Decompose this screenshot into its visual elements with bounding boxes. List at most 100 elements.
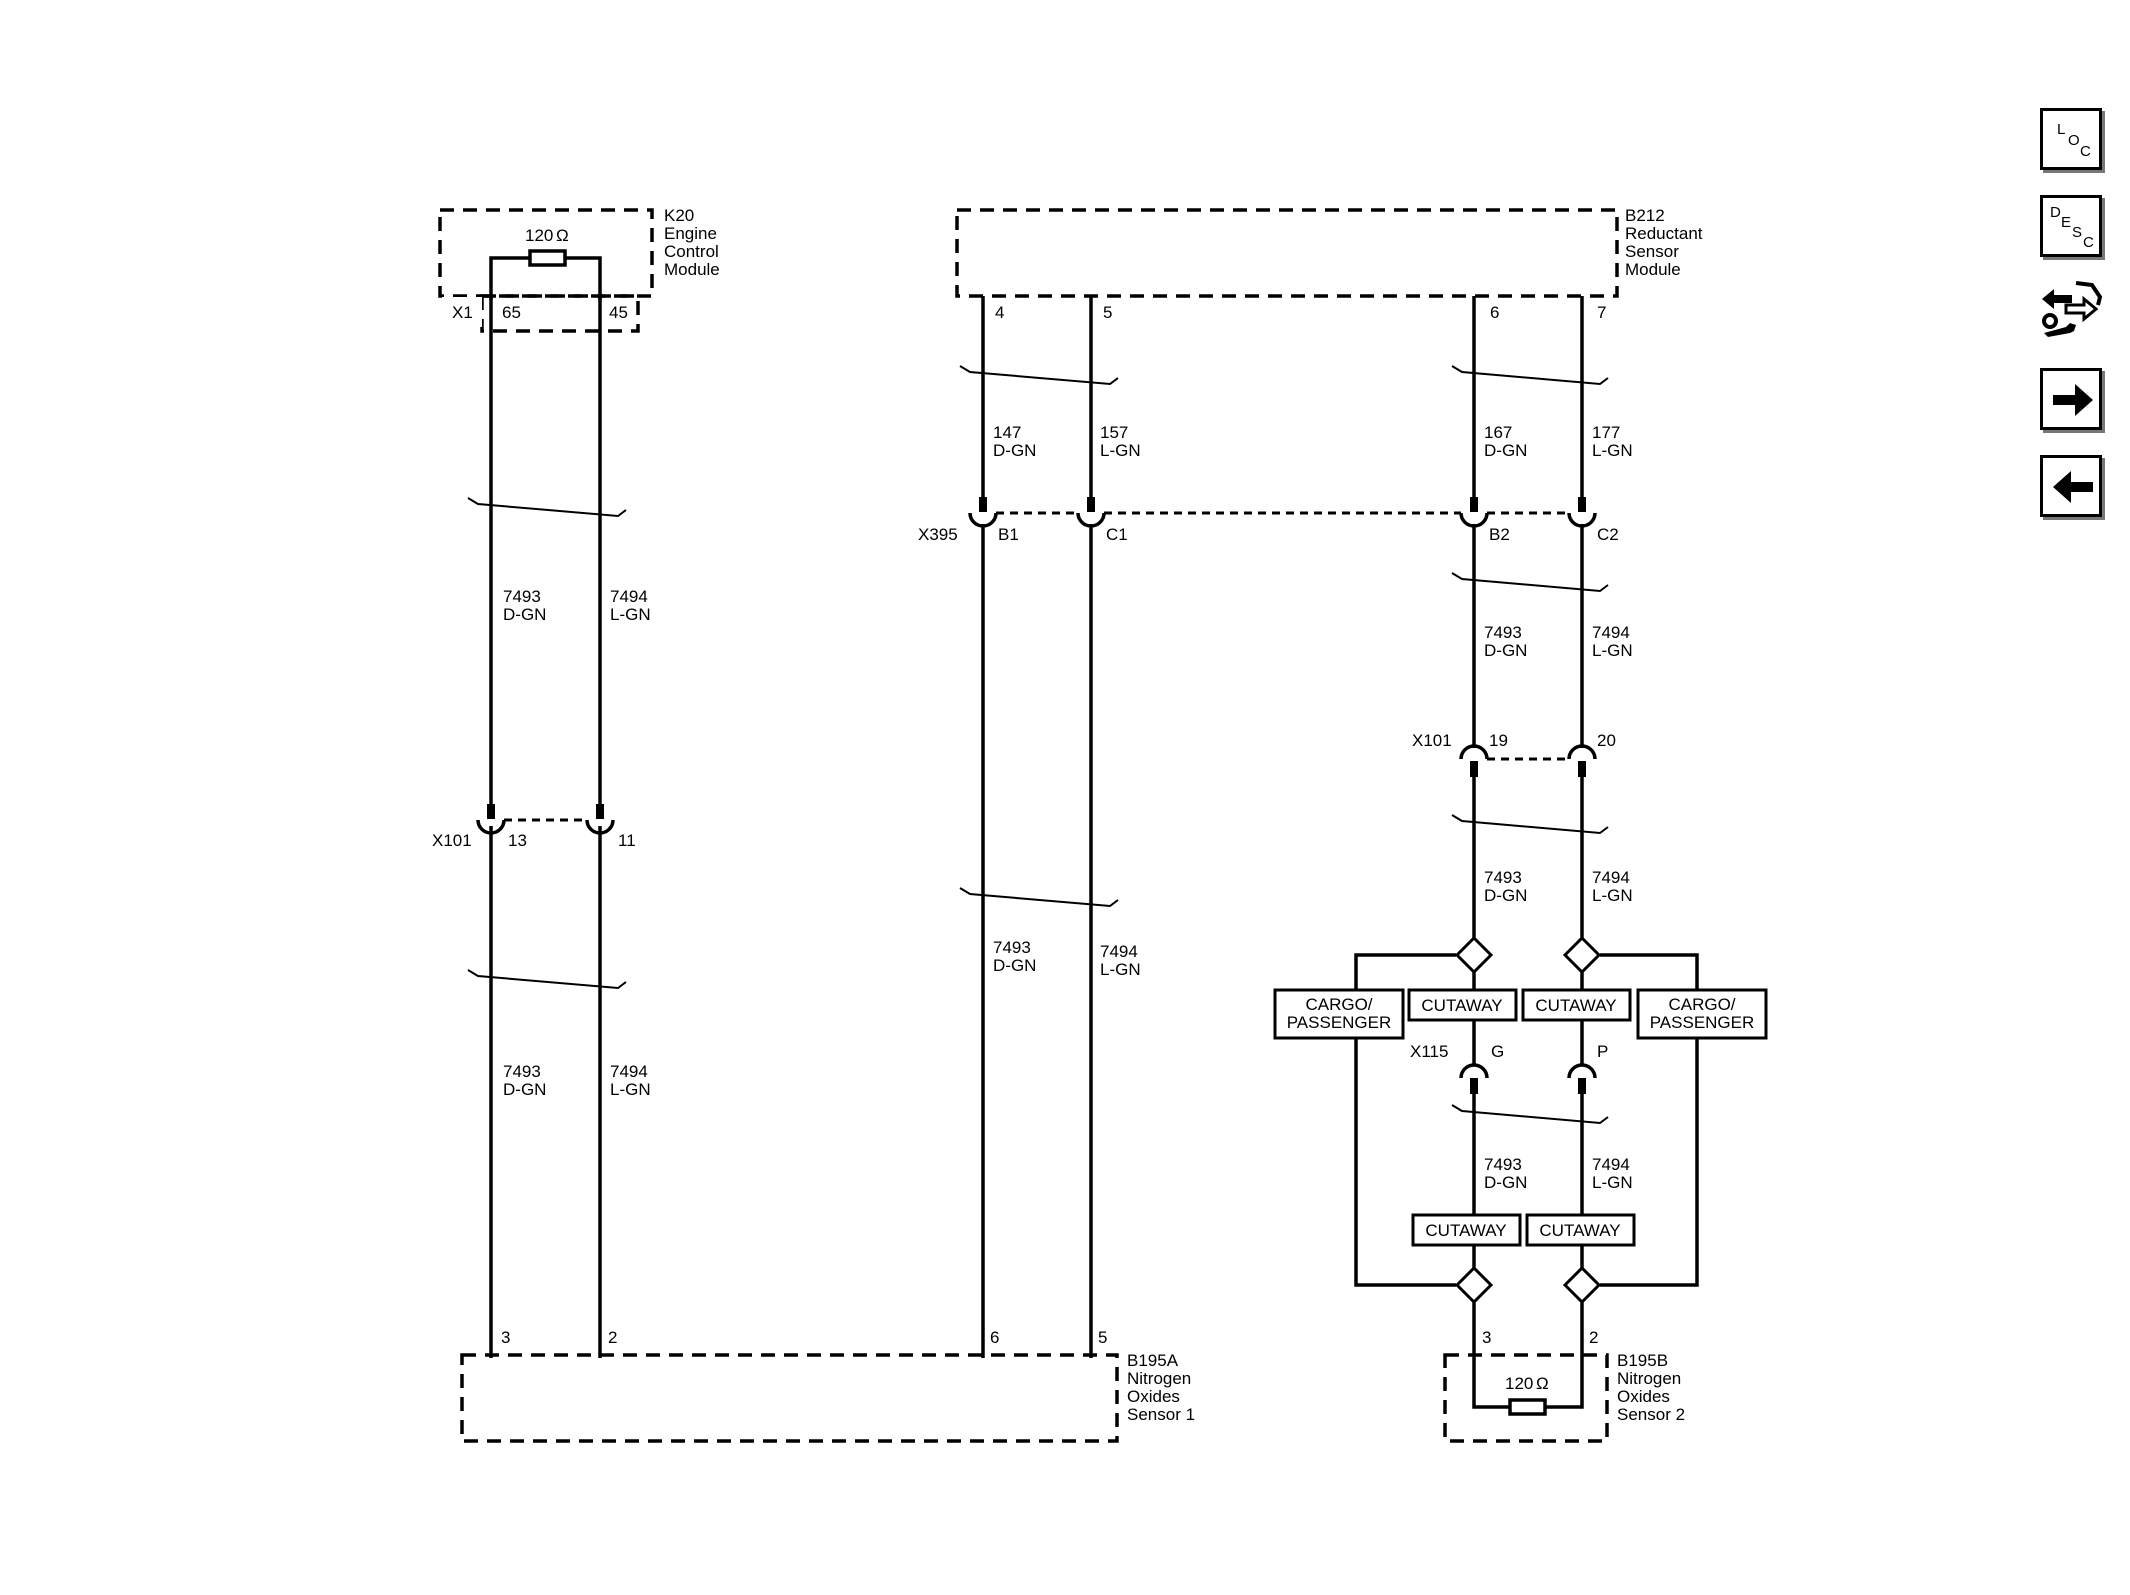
b195a-pin-6: 6 bbox=[990, 1328, 999, 1347]
twisted-pair-mark bbox=[959, 365, 1119, 386]
option-label: CARGO/ bbox=[1668, 995, 1735, 1014]
wire-circuit: 7494 bbox=[1592, 868, 1630, 887]
k20-module: K20 Engine Control Module X1 65 45 120 Ω bbox=[438, 206, 720, 333]
wire-circuit: 7493 bbox=[1484, 623, 1522, 642]
b195b-pin-3: 3 bbox=[1482, 1328, 1491, 1347]
k20-label-2: Engine bbox=[664, 224, 717, 243]
wire-circuit: 7494 bbox=[610, 1062, 648, 1081]
wire-color: D-GN bbox=[503, 1080, 546, 1099]
b195a-label-3: Oxides bbox=[1127, 1387, 1180, 1406]
x101-right-name: X101 bbox=[1412, 731, 1452, 750]
option-cutaway bbox=[1411, 1213, 1522, 1247]
twisted-pair-mark bbox=[959, 887, 1119, 908]
wire-color: L-GN bbox=[1592, 1173, 1633, 1192]
wire-color: D-GN bbox=[1484, 1173, 1527, 1192]
b212-module: B212 Reductant Sensor Module 4 5 6 7 bbox=[955, 206, 1703, 322]
b212-label-1: B212 bbox=[1625, 206, 1665, 225]
wire-color: D-GN bbox=[993, 441, 1036, 460]
x395-name: X395 bbox=[918, 525, 958, 544]
upper-splices bbox=[1454, 935, 1602, 975]
b195a-pin-5: 5 bbox=[1098, 1328, 1107, 1347]
x115-name: X115 bbox=[1410, 1042, 1448, 1061]
option-cargo-passenger-right bbox=[1636, 988, 1768, 1040]
wire-color: D-GN bbox=[1484, 641, 1527, 660]
wire-color: L-GN bbox=[1100, 441, 1141, 460]
x115-connector: X115 G P bbox=[1410, 1042, 1608, 1094]
option-cutaway bbox=[1407, 988, 1518, 1022]
b195b-pin-2: 2 bbox=[1589, 1328, 1598, 1347]
splice-diamond bbox=[1454, 1265, 1494, 1305]
splice-diamond bbox=[1562, 1265, 1602, 1305]
wire-circuit: 7493 bbox=[503, 1062, 541, 1081]
b212-pin-6: 6 bbox=[1490, 303, 1499, 322]
option-label: CUTAWAY bbox=[1421, 996, 1502, 1015]
lower-splices bbox=[1454, 1265, 1602, 1305]
wire-circuit: 7493 bbox=[1484, 868, 1522, 887]
x395-connector: X395 B1 C1 B2 C2 bbox=[918, 497, 1619, 544]
b195b-resistor-value: 120 bbox=[1505, 1374, 1533, 1393]
loc-letter: O bbox=[2068, 132, 2080, 149]
wire-color: D-GN bbox=[503, 605, 546, 624]
b195b-resistor-symbol bbox=[1508, 1398, 1547, 1416]
arrow-right-icon bbox=[2053, 384, 2093, 416]
wire-circuit: 7493 bbox=[1484, 1155, 1522, 1174]
ecm-wires: 7493 D-GN 7494 L-GN 7493 D-GN 7494 L-GN bbox=[467, 296, 651, 1358]
option-boxes: CARGO/ PASSENGER CUTAWAY CUTAWAY CARGO/ … bbox=[1273, 988, 1768, 1247]
b195b-label-1: B195B bbox=[1617, 1351, 1668, 1370]
description-button[interactable]: D E S C bbox=[2040, 195, 2102, 257]
wire-circuit: 7494 bbox=[1592, 1155, 1630, 1174]
b195b-resistor-ohm: Ω bbox=[1536, 1374, 1549, 1393]
x101-left-name: X101 bbox=[432, 831, 472, 850]
k20-label-1: K20 bbox=[664, 206, 694, 225]
desc-letter: C bbox=[2083, 234, 2094, 251]
x101-right-connector: X101 19 20 bbox=[1412, 731, 1616, 777]
desc-letter: S bbox=[2072, 224, 2082, 241]
b212-pin-5: 5 bbox=[1103, 303, 1112, 322]
wire-color: L-GN bbox=[1592, 641, 1633, 660]
wire-circuit: 7494 bbox=[610, 587, 648, 606]
wire-color: D-GN bbox=[1484, 886, 1527, 905]
x101-right-pin-20: 20 bbox=[1597, 731, 1616, 750]
twisted-pair-mark bbox=[1451, 365, 1609, 386]
wire-circuit: 147 bbox=[993, 423, 1021, 442]
k20-label-3: Control bbox=[664, 242, 719, 261]
b195a-label-4: Sensor 1 bbox=[1127, 1405, 1195, 1424]
twisted-pair-mark bbox=[467, 497, 627, 518]
twisted-pair-mark bbox=[1451, 572, 1609, 593]
b212-left-wires: 147 D-GN 157 L-GN 7493 D-GN 7494 L-GN bbox=[959, 296, 1141, 1358]
b195a-pin-3: 3 bbox=[501, 1328, 510, 1347]
k20-outline bbox=[438, 208, 654, 298]
option-label: CARGO/ bbox=[1305, 995, 1372, 1014]
b212-label-2: Reductant bbox=[1625, 224, 1703, 243]
b195a-pin-2: 2 bbox=[608, 1328, 617, 1347]
connector-cavity bbox=[585, 819, 615, 835]
twisted-pair-mark bbox=[1451, 814, 1609, 835]
option-label: PASSENGER bbox=[1287, 1013, 1392, 1032]
wire-color: L-GN bbox=[1592, 886, 1633, 905]
wire-color: D-GN bbox=[993, 956, 1036, 975]
next-page-button[interactable] bbox=[2040, 368, 2102, 430]
option-cutaway bbox=[1521, 988, 1632, 1022]
b195b-label-3: Oxides bbox=[1617, 1387, 1670, 1406]
b212-outline bbox=[955, 208, 1619, 298]
x101-left-pin-13: 13 bbox=[508, 831, 527, 850]
loc-letter: C bbox=[2080, 143, 2091, 160]
twisted-pair-mark bbox=[1451, 1104, 1609, 1125]
wire-circuit: 7494 bbox=[1100, 942, 1138, 961]
x101-left-connector: X101 13 11 bbox=[432, 804, 636, 850]
b212-pin-7: 7 bbox=[1597, 303, 1606, 322]
diagnostic-tool-button[interactable] bbox=[2036, 275, 2106, 337]
arrow-left-icon bbox=[2053, 471, 2093, 503]
x395-pin-b1: B1 bbox=[998, 525, 1019, 544]
previous-page-button[interactable] bbox=[2040, 455, 2102, 517]
k20-pin-45: 45 bbox=[609, 303, 628, 322]
wire-circuit: 177 bbox=[1592, 423, 1620, 442]
b212-right-wires: 167 D-GN 177 L-GN 7493 D-GN 7494 L-GN 74… bbox=[1354, 296, 1699, 1358]
splice-diamond bbox=[1562, 935, 1602, 975]
wire-circuit: 7493 bbox=[993, 938, 1031, 957]
b195b-label-2: Nitrogen bbox=[1617, 1369, 1681, 1388]
b195b-resistor-wires bbox=[1472, 1358, 1584, 1409]
b212-pin-4: 4 bbox=[995, 303, 1004, 322]
location-button[interactable]: L O C bbox=[2040, 108, 2102, 170]
b195a-outline bbox=[460, 1353, 1119, 1443]
